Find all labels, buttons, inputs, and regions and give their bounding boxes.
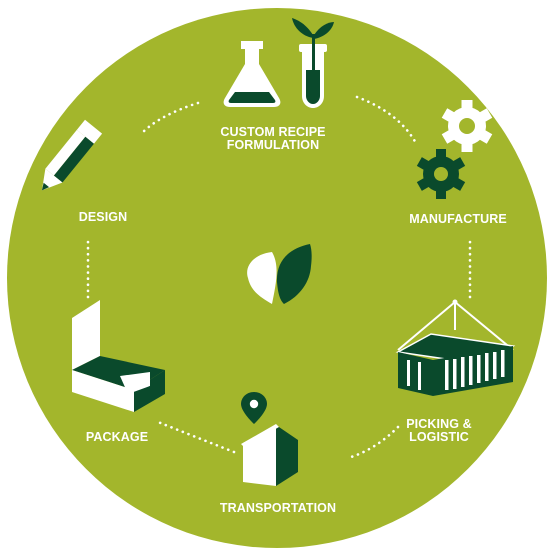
leaf-icon xyxy=(247,244,312,304)
package-box-icon xyxy=(72,300,165,412)
step-label-manufacture: MANUFACTURE xyxy=(409,212,507,226)
location-house-icon xyxy=(241,392,298,486)
gears-icon xyxy=(416,100,493,199)
step-label-picking-logistic: PICKING & LOGISTIC xyxy=(406,417,472,444)
pencil-icon xyxy=(41,119,103,191)
flask-and-seedling-icon xyxy=(223,18,334,108)
dotted-connectors xyxy=(86,95,472,460)
step-label-transportation: TRANSPORTATION xyxy=(219,501,337,515)
step-label-package: PACKAGE xyxy=(85,430,149,444)
step-label-custom-recipe-formulation: CUSTOM RECIPE FORMULATION xyxy=(220,125,326,152)
step-label-design: DESIGN xyxy=(78,210,128,224)
shipping-container-icon xyxy=(395,299,516,396)
